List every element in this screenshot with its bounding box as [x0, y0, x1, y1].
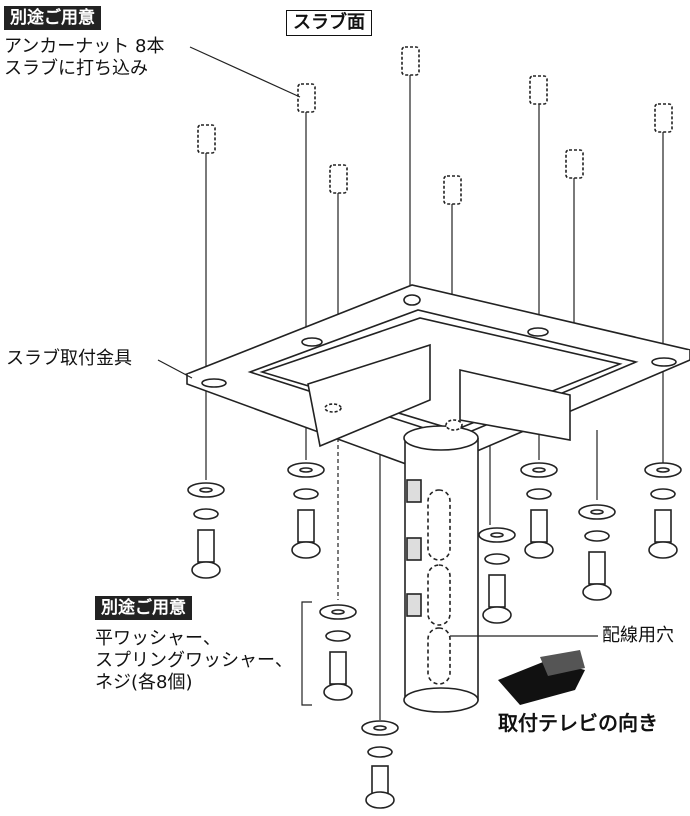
leader-lines: [157, 46, 598, 706]
pipe: [403, 419, 479, 713]
bracket-walls: [307, 343, 571, 448]
note-bottom-badge: 別途ご用意: [95, 596, 192, 620]
note-bottom-line3: ネジ(各8個): [95, 672, 193, 693]
note-bottom-line2: スプリングワッシャー、: [95, 650, 293, 671]
note-bottom-text: 平ワッシャー、 スプリングワッシャー、 ネジ(各8個): [95, 628, 293, 694]
note-top-line1: アンカーナット 8本: [4, 36, 165, 57]
note-bottom-line1: 平ワッシャー、: [95, 628, 221, 649]
anchor-nuts: [197, 46, 673, 205]
note-top-line2: スラブに打ち込み: [4, 58, 148, 79]
tv-direction-label: 取付テレビの向き: [498, 711, 658, 735]
hardware-stacks: [187, 462, 682, 809]
bracket-label: スラブ取付金具: [6, 348, 132, 369]
tv-direction-arrow: [498, 650, 585, 705]
plate-slots: [201, 294, 677, 388]
note-top-text: アンカーナット 8本 スラブに打ち込み: [4, 36, 164, 80]
wiring-hole-label: 配線用穴: [602, 625, 674, 646]
note-top-badge: 別途ご用意: [4, 6, 101, 30]
mount-plate: [184, 284, 690, 473]
slab-surface-label: スラブ面: [286, 10, 372, 36]
